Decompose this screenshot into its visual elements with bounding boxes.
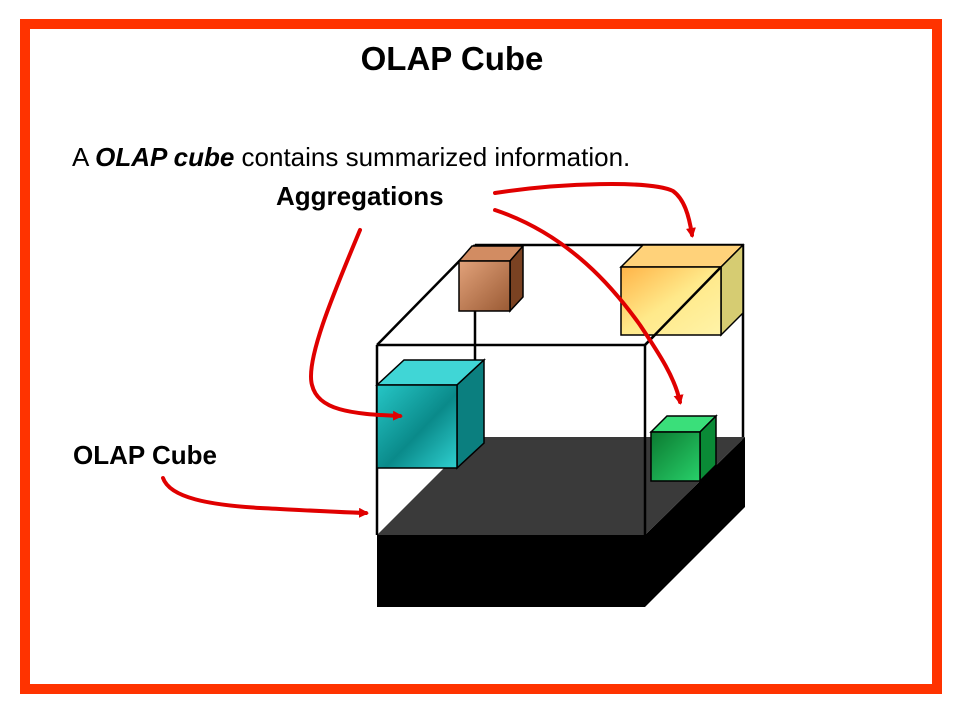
arrow-to-olap-cube (161, 476, 369, 518)
brown-aggregation-cube (457, 243, 525, 313)
subtitle-prefix: A (72, 142, 96, 172)
arrow-to-green-cube (493, 208, 684, 405)
olap-cube-label: OLAP Cube (73, 440, 217, 470)
aggregations-label: Aggregations (276, 181, 444, 211)
slide-title: OLAP Cube (360, 40, 544, 77)
green-aggregation-cube (649, 414, 718, 483)
yellow-aggregation-cube (619, 243, 745, 346)
arrow-to-teal-cube (309, 228, 403, 421)
teal-aggregation-cube (375, 358, 486, 470)
annotation-arrows (161, 182, 696, 518)
subtitle-emphasis: OLAP cube (95, 142, 235, 172)
arrow-to-yellow-cube (493, 182, 696, 238)
slide-subtitle: A OLAP cube contains summarized informat… (72, 142, 630, 173)
subtitle-suffix: contains summarized information. (234, 142, 631, 172)
